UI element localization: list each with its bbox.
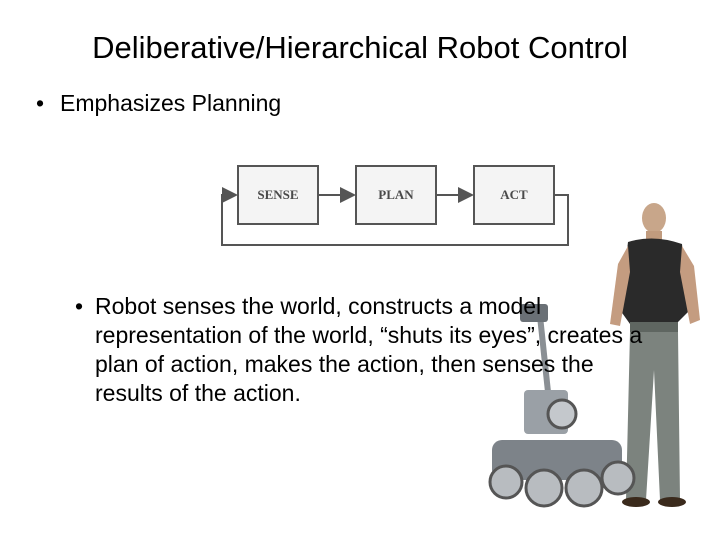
tracked-robot-icon — [488, 304, 636, 508]
bullet-text: Robot senses the world, constructs a mod… — [95, 293, 643, 406]
bullet-item: • Robot senses the world, constructs a m… — [75, 292, 675, 408]
bullet-glyph: • — [75, 293, 84, 319]
plan-box: PLAN — [355, 165, 437, 225]
bullet-item: • Emphasizes Planning — [36, 90, 281, 117]
bullet-text: Emphasizes Planning — [60, 90, 282, 116]
act-box: ACT — [473, 165, 555, 225]
sense-box: SENSE — [237, 165, 319, 225]
slide-title: Deliberative/Hierarchical Robot Control — [92, 30, 628, 65]
feedback-loop-arrow — [221, 187, 569, 246]
person-icon — [610, 203, 700, 507]
bullet-glyph: • — [36, 90, 45, 116]
sense-label: SENSE — [257, 187, 298, 202]
plan-label: PLAN — [378, 187, 414, 202]
robot-photo — [488, 203, 700, 508]
act-label: ACT — [500, 187, 528, 202]
sense-plan-act-diagram: SENSE PLAN ACT — [221, 165, 569, 246]
